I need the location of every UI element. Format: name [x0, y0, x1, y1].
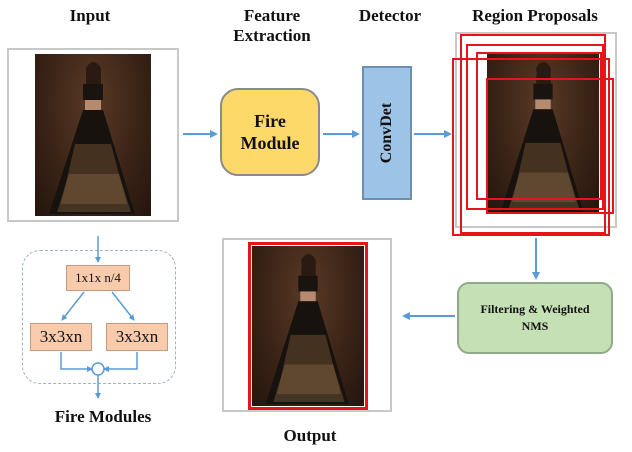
proposal-box-4 [486, 78, 614, 214]
fire-modules-caption: Fire Modules [54, 407, 152, 426]
input-photo [35, 54, 151, 216]
proposal-box-2 [452, 58, 610, 236]
fire-detail-container [22, 250, 176, 384]
region-proposals-frame [455, 32, 617, 228]
fire-module-block: Fire Module [220, 88, 320, 176]
output-photo [252, 246, 364, 406]
convdet-block: ConvDet [362, 66, 412, 200]
filtering-nms-block: Filtering & Weighted NMS [457, 282, 613, 354]
input-image-frame [7, 48, 179, 222]
figure-silhouette [500, 61, 584, 213]
proposal-box-5 [466, 44, 604, 210]
arrow-right-to-concat [103, 352, 138, 372]
final-detection-box [248, 242, 368, 410]
proposal-box-1 [460, 34, 606, 234]
concat-node [91, 362, 105, 376]
detector-header: Detector [358, 6, 422, 25]
input-header: Input [69, 6, 111, 25]
fire-module-label: Fire Module [240, 111, 300, 153]
figure-silhouette [49, 62, 135, 214]
expand-layer-left: 3x3xn [30, 323, 92, 351]
arrow-squeeze-to-left [61, 291, 85, 321]
output-label: Output [283, 426, 337, 445]
proposals-photo [487, 54, 599, 214]
expand-layer-right: 3x3xn [106, 323, 168, 351]
figure-silhouette [265, 253, 349, 405]
arrow-squeeze-to-right [111, 291, 135, 321]
squeeze-layer: 1x1x n/4 [66, 265, 130, 291]
proposal-box-3 [476, 52, 602, 200]
feature-extraction-header: Feature Extraction [233, 6, 311, 45]
region-proposals-header: Region Proposals [472, 6, 598, 25]
filtering-nms-label: Filtering & Weighted NMS [480, 302, 590, 333]
output-image-frame [222, 238, 392, 412]
arrow-left-to-concat [60, 352, 93, 372]
